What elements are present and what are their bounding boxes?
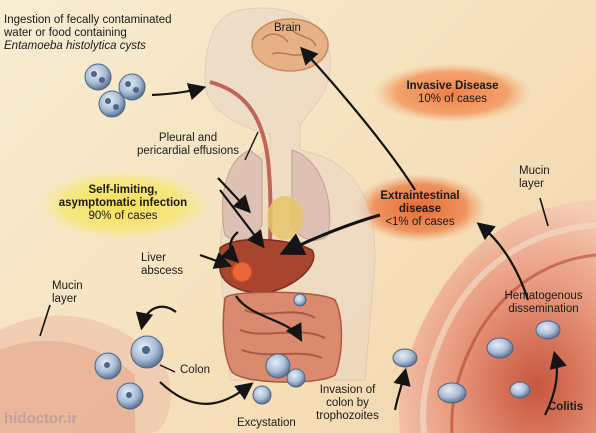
label-self-limiting-pct: 90% of cases (88, 210, 158, 222)
label-ingestion-line2: water or food containing (4, 27, 127, 39)
mucin-right-pointer (539, 197, 549, 227)
label-invasion-line3: trophozoites (316, 410, 379, 422)
label-extraintestinal: Extraintestinal disease <1% of cases (370, 190, 470, 229)
label-invasive: Invasive Disease 10% of cases (405, 80, 500, 106)
label-extraintestinal-line1: Extraintestinal (380, 190, 460, 202)
label-invasive-pct: 10% of cases (417, 93, 488, 105)
colon-pointer (159, 364, 176, 373)
label-liver-line1: Liver (141, 252, 166, 264)
label-ingestion: Ingestion of fecally contaminated water … (4, 14, 172, 53)
trophozoites (392, 320, 561, 404)
label-hematogenous: Hematogenous dissemination (496, 290, 591, 316)
label-colitis: Colitis (548, 401, 584, 413)
arrow-liver-loop (220, 231, 240, 264)
label-hematogenous-line2: dissemination (508, 303, 579, 315)
label-pleural: Pleural and pericardial effusions (118, 132, 258, 158)
arrow-ingestion (151, 83, 207, 101)
invasive-highlight (372, 63, 532, 123)
arrow-liver (279, 213, 381, 256)
arrow-pleural (217, 177, 252, 214)
label-hematogenous-line1: Hematogenous (504, 290, 583, 302)
arrow-liver-abscess (199, 252, 233, 269)
heart-organ (267, 196, 303, 240)
arrow-colon-path (235, 295, 303, 342)
pleural-pointer (244, 131, 259, 161)
arrow-colitis (544, 350, 567, 416)
label-mucin-left: Mucin layer (52, 280, 83, 306)
label-liver-line2: abscess (141, 265, 184, 277)
label-mucin-right-line2: layer (519, 178, 544, 190)
arrow-invasion (393, 367, 411, 411)
arrow-excystation (159, 381, 254, 405)
flow-arrows (39, 46, 567, 416)
label-pleural-line2: pericardial effusions (136, 145, 240, 157)
arrow-pericardial (219, 189, 265, 249)
self-limiting-highlight (35, 169, 211, 241)
cysts-colon (94, 335, 164, 410)
arrow-hematogenous (476, 222, 530, 301)
label-extraintestinal-pct: <1% of cases (385, 216, 455, 228)
label-mucin-left-line1: Mucin (52, 280, 83, 292)
label-mucin-left-line2: layer (52, 293, 77, 305)
label-colon: Colon (180, 364, 211, 376)
extraintestinal-highlight (354, 174, 486, 242)
label-invasive-title: Invasive Disease (406, 80, 499, 92)
label-ingestion-line3: Entamoeba histolytica cysts (4, 40, 146, 52)
colon-organ (222, 291, 343, 383)
mucin-left-pointer (39, 304, 51, 337)
cysts-excystation (252, 293, 307, 405)
label-excystation: Excystation (237, 417, 296, 429)
label-ingestion-line1: Ingestion of fecally contaminated (4, 14, 172, 26)
label-mucin-right: Mucin layer (519, 165, 550, 191)
label-invasion: Invasion of colon by trophozoites (305, 384, 390, 423)
label-brain: Brain (274, 22, 301, 34)
label-invasion-line2: colon by (326, 397, 369, 409)
arrow-colon-cysts (135, 305, 177, 331)
label-liver-abscess: Liver abscess (141, 252, 183, 278)
label-extraintestinal-line2: disease (398, 203, 442, 215)
label-self-limiting: Self-limiting, asymptomatic infection 90… (52, 184, 194, 223)
label-invasion-line1: Invasion of (319, 384, 376, 396)
label-self-limiting-line1: Self-limiting, (88, 184, 158, 196)
label-self-limiting-line2: asymptomatic infection (58, 197, 188, 209)
label-mucin-right-line1: Mucin (519, 165, 550, 177)
label-pleural-line1: Pleural and (158, 132, 218, 144)
cysts-ingested (84, 63, 146, 118)
arrow-brain (300, 46, 416, 191)
watermark: hidoctor.ir (4, 410, 78, 427)
liver-abscess-spot (231, 261, 253, 283)
